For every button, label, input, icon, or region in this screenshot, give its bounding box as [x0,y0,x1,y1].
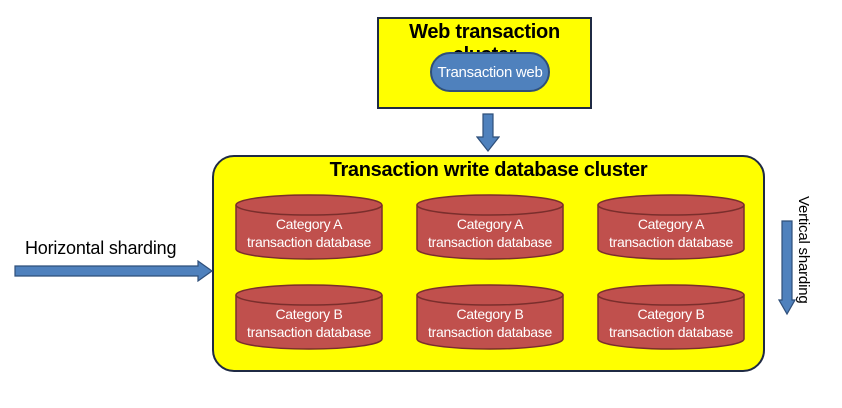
database-label: Category A transaction database [596,215,746,251]
database-type: transaction database [428,234,552,250]
transaction-write-database-cluster: Transaction write database cluster Categ… [212,155,765,372]
database-icon [235,194,383,260]
db-cluster-title: Transaction write database cluster [329,159,648,181]
down-arrow-icon [476,113,500,152]
database-cylinder: Category A transaction database [415,193,565,261]
database-label: Category A transaction database [415,215,565,251]
database-type: transaction database [247,234,371,250]
transaction-web-node: Transaction web [430,52,550,92]
database-cylinder: Category A transaction database [596,193,746,261]
database-icon [235,284,383,350]
database-type: transaction database [609,234,733,250]
database-cylinder: Category B transaction database [234,283,384,351]
database-label: Category B transaction database [596,305,746,341]
database-cylinder: Category A transaction database [234,193,384,261]
database-icon [416,284,564,350]
horizontal-sharding-label: Horizontal sharding [25,238,177,258]
web-transaction-cluster: Web transaction cluster Transaction web [377,17,592,109]
vertical-down-arrow-icon [778,220,796,316]
database-category: Category B [637,306,705,322]
database-label: Category B transaction database [415,305,565,341]
database-category: Category A [456,216,524,232]
database-type: transaction database [247,324,371,340]
database-label: Category A transaction database [234,215,384,251]
database-category: Category B [456,306,524,322]
database-category: Category B [275,306,343,322]
database-category: Category A [275,216,343,232]
database-icon [416,194,564,260]
database-icon [597,194,745,260]
database-label: Category B transaction database [234,305,384,341]
database-type: transaction database [428,324,552,340]
database-type: transaction database [609,324,733,340]
database-category: Category A [637,216,705,232]
right-arrow-icon [14,260,214,282]
database-cylinder: Category B transaction database [415,283,565,351]
database-cylinder: Category B transaction database [596,283,746,351]
database-icon [597,284,745,350]
